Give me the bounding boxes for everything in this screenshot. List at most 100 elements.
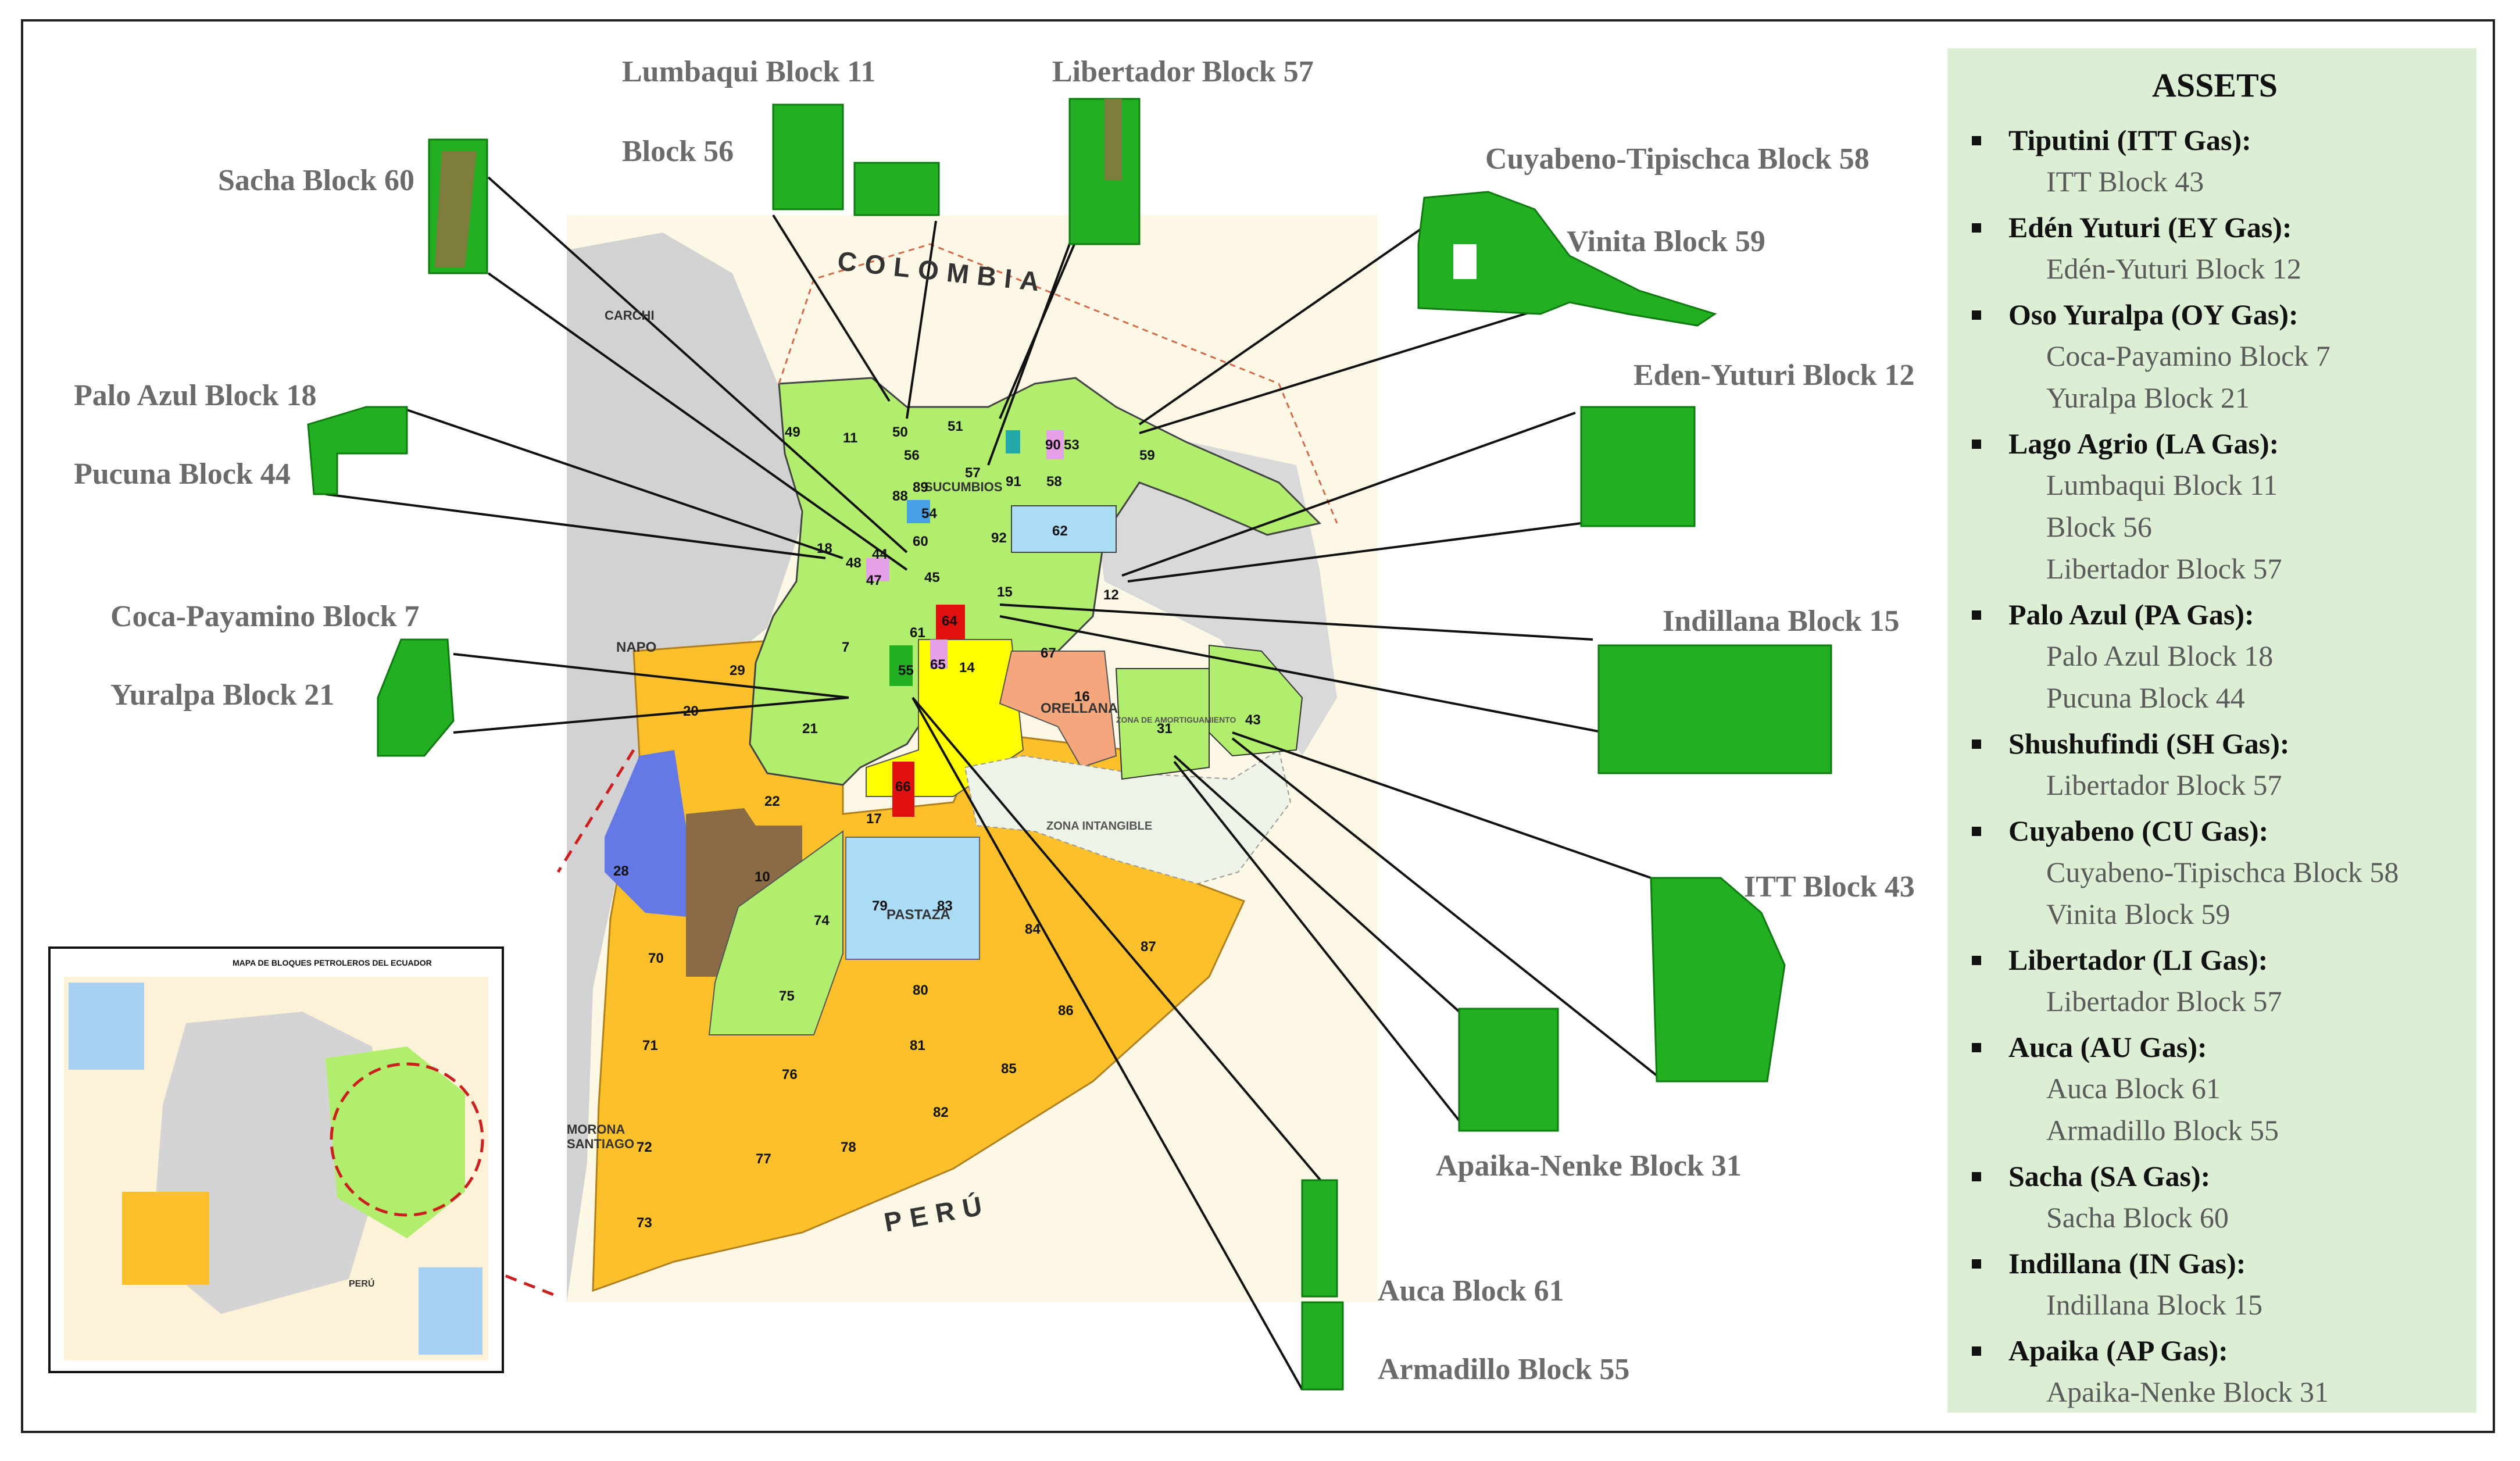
- callout-pucuna-block-44: Pucuna Block 44: [74, 458, 291, 491]
- block-number-53: 53: [1064, 437, 1080, 453]
- block-number-31: 31: [1157, 721, 1173, 737]
- block-55-shape: [889, 645, 913, 686]
- asset-block: Sacha Block 60: [2046, 1201, 2229, 1234]
- label-napo: NAPO: [616, 640, 657, 655]
- block-number-87: 87: [1141, 939, 1156, 955]
- block-number-77: 77: [756, 1151, 771, 1167]
- block-number-56: 56: [904, 448, 920, 463]
- label-santiago: SANTIAGO: [567, 1137, 635, 1151]
- asset-block: Vinita Block 59: [2046, 898, 2231, 930]
- block-number-48: 48: [846, 555, 862, 571]
- block-number-20: 20: [683, 703, 699, 719]
- block-number-44: 44: [872, 546, 888, 562]
- asset-block: Palo Azul Block 18: [2046, 640, 2274, 672]
- figure-frame: [21, 19, 2495, 1433]
- block-43-shape: [1209, 644, 1303, 757]
- block-number-81: 81: [910, 1038, 925, 1053]
- block-10-shape: [686, 808, 802, 977]
- inset-blocks: [326, 1046, 465, 1238]
- asset-name: Palo Azul (PA Gas):: [1965, 594, 2465, 635]
- block-number-18: 18: [817, 541, 832, 556]
- asset-name: Libertador (LI Gas):: [1965, 940, 2465, 980]
- label-zona-amortiguamiento: ZONA DE AMORTIGUAMIENTO: [1116, 715, 1236, 724]
- block-number-76: 76: [782, 1067, 798, 1083]
- block-number-12: 12: [1103, 587, 1119, 603]
- asset-item: Cuyabeno (CU Gas):Cuyabeno-Tipischca Blo…: [1965, 810, 2465, 935]
- label-morona: MORONA: [567, 1122, 625, 1137]
- thumb-lumbaqui: [772, 103, 844, 210]
- asset-block: Cuyabeno-Tipischca Block 58: [2046, 856, 2399, 888]
- block-number-16: 16: [1074, 689, 1090, 705]
- asset-name: Edén Yuturi (EY Gas):: [1965, 207, 2465, 248]
- thumb-indillana: [1597, 644, 1832, 774]
- thumb-cuyabeno-vinita: [1417, 191, 1717, 327]
- inset-label-peru: PERÚ: [349, 1279, 375, 1289]
- block-number-21: 21: [802, 721, 818, 737]
- pastaza-blocks: [845, 837, 980, 960]
- block-number-61: 61: [910, 625, 925, 641]
- block-number-58: 58: [1046, 474, 1062, 490]
- asset-name: Indillana (IN Gas):: [1965, 1243, 2465, 1284]
- block-47-shape: [866, 558, 889, 581]
- callout-libertador-block-57: Libertador Block 57: [1052, 55, 1314, 88]
- block-66-shape: [892, 762, 914, 817]
- asset-item: Indillana (IN Gas):Indillana Block 15: [1965, 1243, 2465, 1326]
- asset-item: Sacha (SA Gas):Sacha Block 60: [1965, 1156, 2465, 1238]
- block-90-shape: [1046, 430, 1064, 459]
- block-number-47: 47: [866, 573, 882, 588]
- label-pastaza: PASTAZA: [887, 907, 950, 923]
- block-number-66: 66: [895, 779, 911, 795]
- asset-block: Edén-Yuturi Block 12: [2046, 252, 2301, 285]
- block-number-78: 78: [841, 1139, 856, 1155]
- block-number-67: 67: [1041, 645, 1056, 661]
- block-number-92: 92: [991, 530, 1007, 546]
- block-number-43: 43: [1245, 712, 1261, 728]
- block-52-shape: [1006, 430, 1020, 453]
- label-sucumbios: SUCUMBIOS: [924, 480, 1003, 494]
- thumb-libertador-field: [1104, 99, 1122, 180]
- thumb-apaika: [1458, 1008, 1559, 1132]
- callout-sacha-block-60: Sacha Block 60: [218, 164, 415, 197]
- asset-block: Lumbaqui Block 11: [2046, 469, 2278, 501]
- asset-block: Libertador Block 57: [2046, 985, 2282, 1017]
- thumb-armadillo: [1301, 1301, 1344, 1391]
- asset-name: Apaika (AP Gas):: [1965, 1330, 2465, 1371]
- asset-item: Oso Yuralpa (OY Gas):Coca-Payamino Block…: [1965, 294, 2465, 419]
- thumb-sacha-field: [435, 151, 477, 267]
- thumb-coca-yuralpa: [377, 638, 455, 757]
- block-number-86: 86: [1058, 1003, 1074, 1019]
- callout-coca-payamino-block-7: Coca-Payamino Block 7: [110, 600, 420, 633]
- block-number-14: 14: [959, 660, 975, 676]
- asset-name: Oso Yuralpa (OY Gas):: [1965, 294, 2465, 335]
- asset-block: Libertador Block 57: [2046, 552, 2282, 585]
- inset-galapagos: [69, 983, 144, 1070]
- label-zona-intangible: ZONA INTANGIBLE: [1046, 820, 1153, 833]
- block-65-shape: [930, 640, 948, 669]
- thumb-palo-azul-pucuna: [307, 406, 408, 495]
- callout-armadillo-block-55: Armadillo Block 55: [1378, 1353, 1630, 1386]
- block-number-49: 49: [785, 424, 800, 440]
- inset-highlight-circle: [330, 1062, 484, 1217]
- callout-thumbnails: [307, 98, 1832, 1391]
- block-31-shape: [1115, 668, 1210, 780]
- callout-yuralpa-block-21: Yuralpa Block 21: [110, 678, 335, 712]
- block-number-45: 45: [924, 570, 940, 585]
- asset-name: Auca (AU Gas):: [1965, 1027, 2465, 1067]
- block-number-11: 11: [843, 430, 858, 446]
- block-number-7: 7: [842, 640, 850, 655]
- callout-eden-yuturi-block-12: Eden-Yuturi Block 12: [1633, 359, 1915, 392]
- block-number-89: 89: [913, 480, 928, 495]
- asset-name: Tiputini (ITT Gas):: [1965, 120, 2465, 160]
- block-number-80: 80: [913, 983, 928, 998]
- inset-coastal-blocks: [122, 1192, 209, 1285]
- colombia-border: [778, 243, 1338, 524]
- block-28-shape: [605, 750, 703, 919]
- block-number-59: 59: [1139, 448, 1155, 463]
- inset-locator: [419, 1267, 482, 1355]
- block-number-79: 79: [872, 898, 888, 914]
- asset-block: Auca Block 61: [2046, 1072, 2221, 1105]
- asset-item: Edén Yuturi (EY Gas): Edén-Yuturi Block 1…: [1965, 207, 2465, 290]
- thumb-cuyabeno-hole: [1453, 244, 1477, 279]
